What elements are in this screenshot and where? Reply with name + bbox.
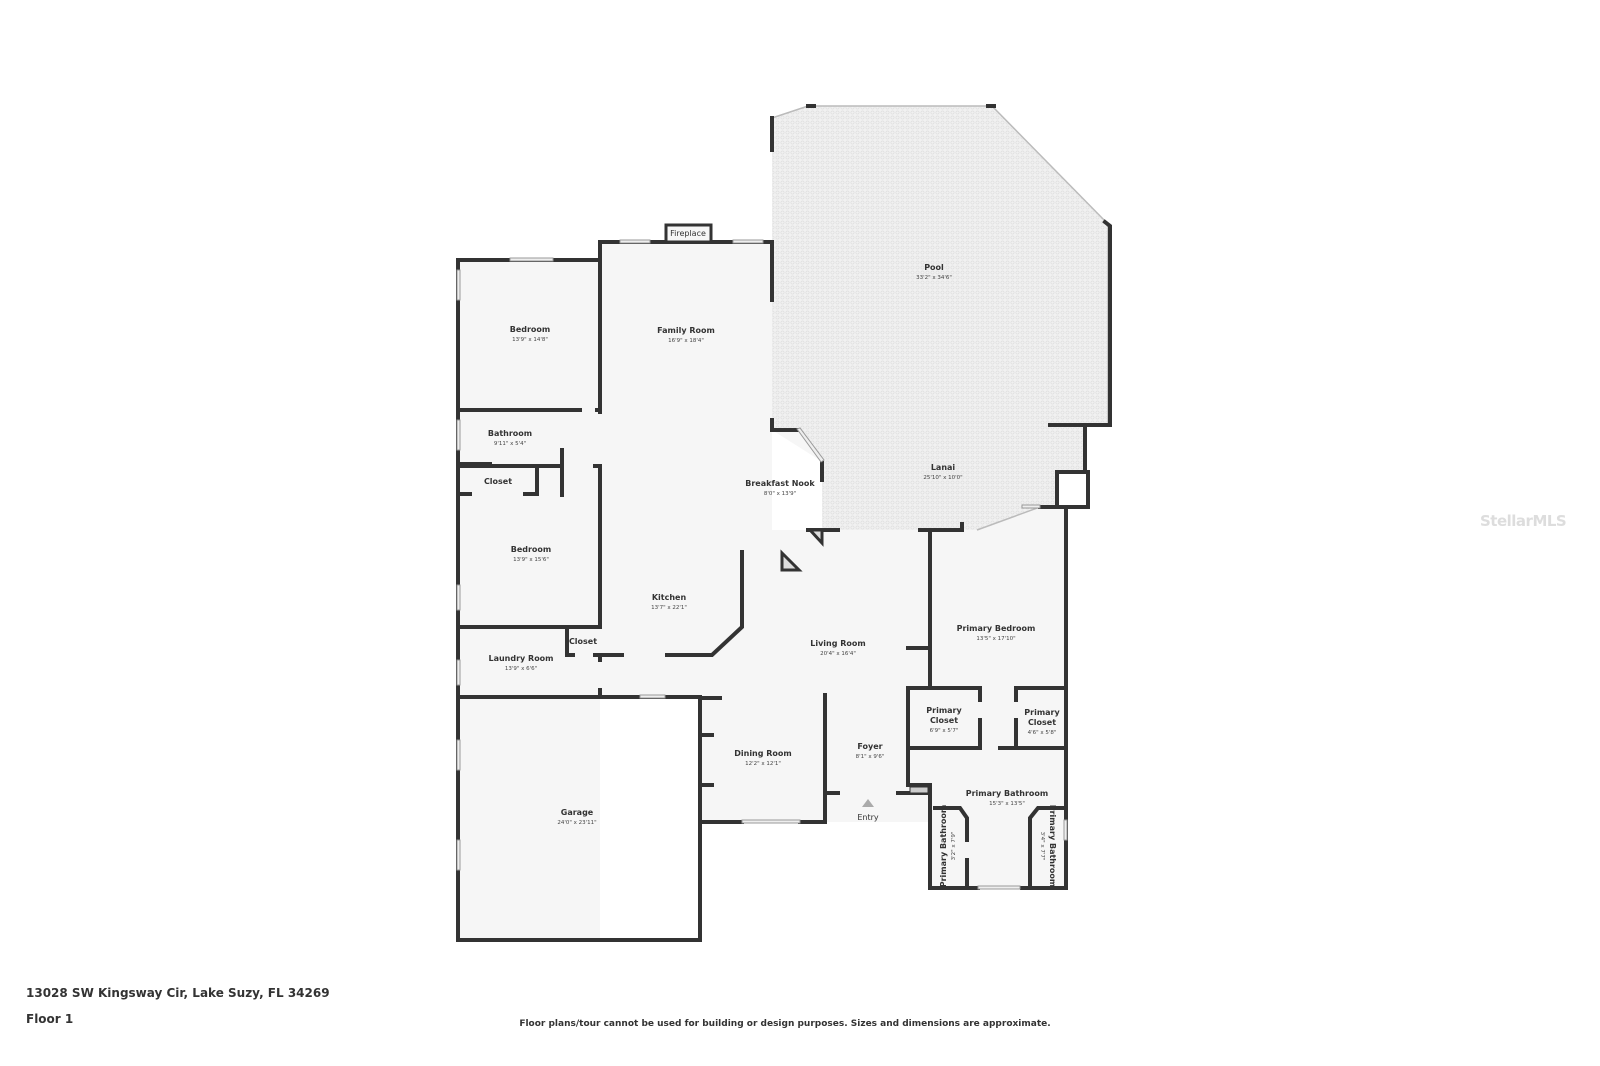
primary-closet-label: Primary <box>926 706 962 715</box>
garage-dims: 24'0" x 23'11" <box>557 820 596 826</box>
kitchen-dims: 13'7" x 22'1" <box>651 605 687 611</box>
bathroom-label: Bathroom <box>488 429 532 438</box>
foyer-dims: 8'1" x 9'6" <box>856 754 885 760</box>
bedroom-label: Bedroom <box>511 545 552 554</box>
primary-closet-label: Primary <box>1024 708 1060 717</box>
living-room-label: Living Room <box>810 639 866 648</box>
breakfast-nook-dims: 8'0" x 13'9" <box>764 491 796 497</box>
breakfast-nook-label: Breakfast Nook <box>745 479 815 488</box>
hatched-block <box>909 786 929 794</box>
bedroom-dims: 13'9" x 15'6" <box>513 557 549 563</box>
primary-bathroom-dims: 3'2" x 7'9" <box>951 832 957 861</box>
fireplace-label: Fireplace <box>670 229 706 238</box>
floor-label: Floor 1 <box>26 1012 74 1026</box>
windows <box>456 239 1068 890</box>
fireplace <box>664 223 713 244</box>
pool-label: Pool <box>924 263 944 272</box>
column <box>780 549 803 572</box>
disclaimer: Floor plans/tour cannot be used for buil… <box>0 1019 1600 1029</box>
entry-arrow-icon <box>862 799 874 807</box>
lanai-label: Lanai <box>931 463 956 472</box>
primary-bathroom-dims: 15'3" x 13'5" <box>989 801 1025 807</box>
watermark: StellarMLS <box>1480 512 1567 530</box>
screen-enclosure <box>770 104 1112 531</box>
dining-room-label: Dining Room <box>734 749 792 758</box>
primary-bedroom-label: Primary Bedroom <box>957 624 1036 633</box>
laundry-room-dims: 13'9" x 6'6" <box>505 666 537 672</box>
bedroom-dims: 13'9" x 14'8" <box>512 337 548 343</box>
primary-closet-dims: 6'9" x 5'7" <box>930 728 959 734</box>
column <box>806 528 824 547</box>
lanai-dims: 25'10" x 10'0" <box>923 475 962 481</box>
primary-closet-label: Closet <box>1028 718 1056 727</box>
bathroom-dims: 9'11" x 5'4" <box>494 441 526 447</box>
primary-bedroom-dims: 13'5" x 17'10" <box>976 636 1015 642</box>
primary-closet-dims: 4'6" x 5'8" <box>1028 730 1057 736</box>
family-room-label: Family Room <box>657 326 715 335</box>
interior-floor <box>458 242 1066 940</box>
closet-label: Closet <box>484 477 512 486</box>
primary-bathroom-dims: 3'4" x 7'7" <box>1039 832 1045 861</box>
primary-closet-label: Closet <box>930 716 958 725</box>
laundry-room-label: Laundry Room <box>488 654 553 663</box>
disclaimer-text: Floor plans/tour cannot be used for buil… <box>519 1019 1051 1029</box>
primary-bathroom-label: Primary Bathroom <box>966 789 1049 798</box>
foyer-label: Foyer <box>857 742 882 751</box>
bedroom-label: Bedroom <box>510 325 551 334</box>
entry-label: Entry <box>857 813 879 822</box>
pool-area <box>772 106 1108 530</box>
garage-label: Garage <box>561 808 594 817</box>
family-room-dims: 16'9" x 18'4" <box>668 338 704 344</box>
closet-label: Closet <box>569 637 597 646</box>
dining-room-dims: 12'2" x 12'1" <box>745 761 781 767</box>
pool-dims: 33'2" x 34'6" <box>916 275 952 281</box>
primary-bathroom-label: Primary Bathroom <box>1048 805 1057 888</box>
kitchen-label: Kitchen <box>652 593 687 602</box>
living-room-dims: 20'4" x 16'4" <box>820 651 856 657</box>
property-address: 13028 SW Kingsway Cir, Lake Suzy, FL 342… <box>26 986 330 1000</box>
primary-bathroom-label: Primary Bathroom <box>939 805 948 888</box>
